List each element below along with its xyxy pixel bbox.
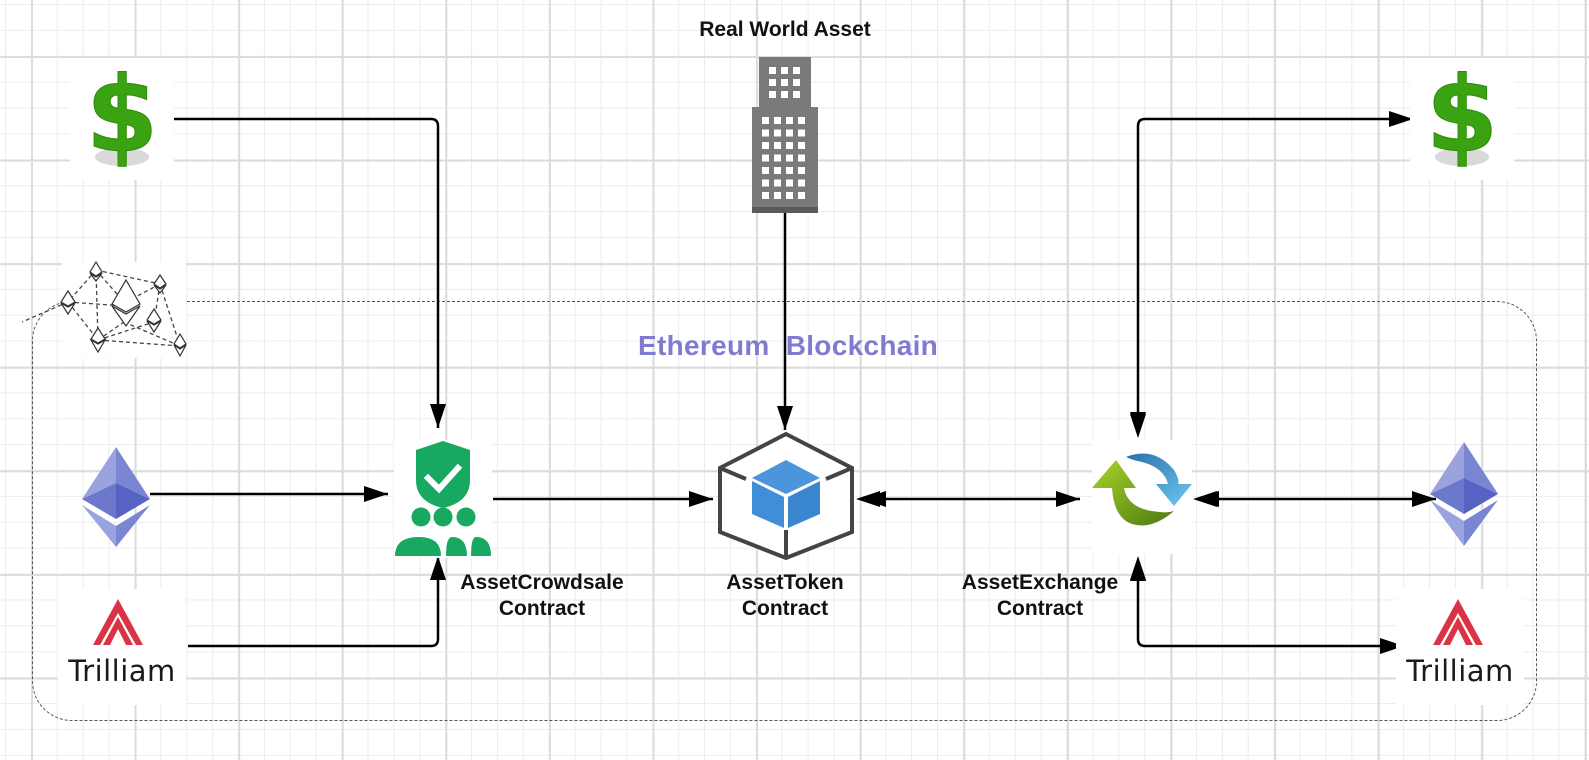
trilliam-logo-icon	[1433, 599, 1483, 645]
exchange-arrows-icon	[1092, 453, 1192, 526]
arrow-exchange-to-trilliam	[1136, 580, 1404, 654]
building-window	[774, 154, 781, 162]
exchange-label-line2: Contract	[996, 597, 1084, 620]
building-window	[774, 192, 781, 199]
building-window	[786, 117, 793, 124]
building-window	[798, 179, 805, 187]
building-window	[798, 129, 805, 137]
cube-icon[interactable]	[716, 431, 856, 561]
building-window	[793, 91, 800, 98]
trilliam-logo-icon	[93, 599, 143, 645]
trilliam-right-node[interactable]: Trilliam	[1396, 589, 1524, 705]
trilliam-label: Trilliam	[1406, 654, 1514, 688]
token-label-line1: AssetToken	[726, 571, 844, 594]
dollar-icon: $	[1425, 54, 1498, 177]
dollar-icon: $	[85, 54, 158, 177]
building-window	[793, 67, 800, 74]
building-window	[762, 129, 769, 137]
building-window	[762, 192, 769, 199]
building-window	[786, 129, 793, 137]
building-window	[774, 179, 781, 187]
exchange-label: AssetExchange Contract	[940, 570, 1140, 622]
building-window	[798, 192, 805, 199]
building-window	[762, 142, 769, 149]
dollar-left-node[interactable]: $	[70, 54, 174, 180]
shield-group-icon	[395, 441, 491, 556]
building-window	[762, 117, 769, 124]
building-icon[interactable]	[752, 57, 818, 215]
building-window	[774, 129, 781, 137]
building-window	[786, 167, 793, 174]
crowdsale-label-line2: Contract	[498, 597, 586, 620]
building-window	[781, 67, 788, 74]
building-window	[786, 142, 793, 149]
building-window	[798, 142, 805, 149]
asset-crowdsale-node[interactable]	[394, 440, 492, 558]
building-window	[769, 67, 776, 74]
ethereum-network-icon	[21, 260, 187, 358]
arrow-trilliam-to-crowdsale	[188, 556, 446, 648]
arrow-dollar-to-crowdsale	[174, 117, 446, 428]
building-window	[793, 79, 800, 86]
building-window	[786, 192, 793, 199]
svg-text:$: $	[86, 54, 158, 176]
asset-exchange-node[interactable]	[1092, 440, 1192, 554]
building-window	[762, 154, 769, 162]
crowdsale-label: AssetCrowdsale Contract	[442, 570, 642, 622]
building-window	[769, 79, 776, 86]
ethereum-left-icon[interactable]	[82, 447, 150, 547]
building-window	[798, 117, 805, 124]
exchange-label-line1: AssetExchange	[961, 571, 1119, 594]
dollar-right-node[interactable]: $	[1410, 54, 1514, 180]
ethereum-network-node	[21, 260, 187, 358]
trilliam-left-node[interactable]: Trilliam	[58, 589, 186, 705]
token-label: AssetToken Contract	[685, 570, 885, 622]
building-window	[774, 142, 781, 149]
token-label-line2: Contract	[741, 597, 829, 620]
building-window	[762, 167, 769, 174]
svg-text:$: $	[1426, 54, 1498, 176]
building-window	[786, 179, 793, 187]
crowdsale-label-line1: AssetCrowdsale	[460, 571, 624, 594]
building-window	[769, 91, 776, 98]
building-window	[762, 179, 769, 187]
trilliam-label: Trilliam	[68, 654, 176, 688]
real-world-asset-title: Real World Asset	[699, 18, 871, 41]
building-window	[798, 167, 805, 174]
building-window	[781, 79, 788, 86]
building-window	[781, 91, 788, 98]
building-window	[774, 117, 781, 124]
building-window	[786, 154, 793, 162]
building-window	[798, 154, 805, 162]
region-title: Ethereum Blockchain	[638, 330, 939, 361]
ethereum-right-icon[interactable]	[1430, 442, 1498, 546]
arrow-exchange-to-dollar	[1136, 111, 1413, 430]
building-window	[774, 167, 781, 174]
